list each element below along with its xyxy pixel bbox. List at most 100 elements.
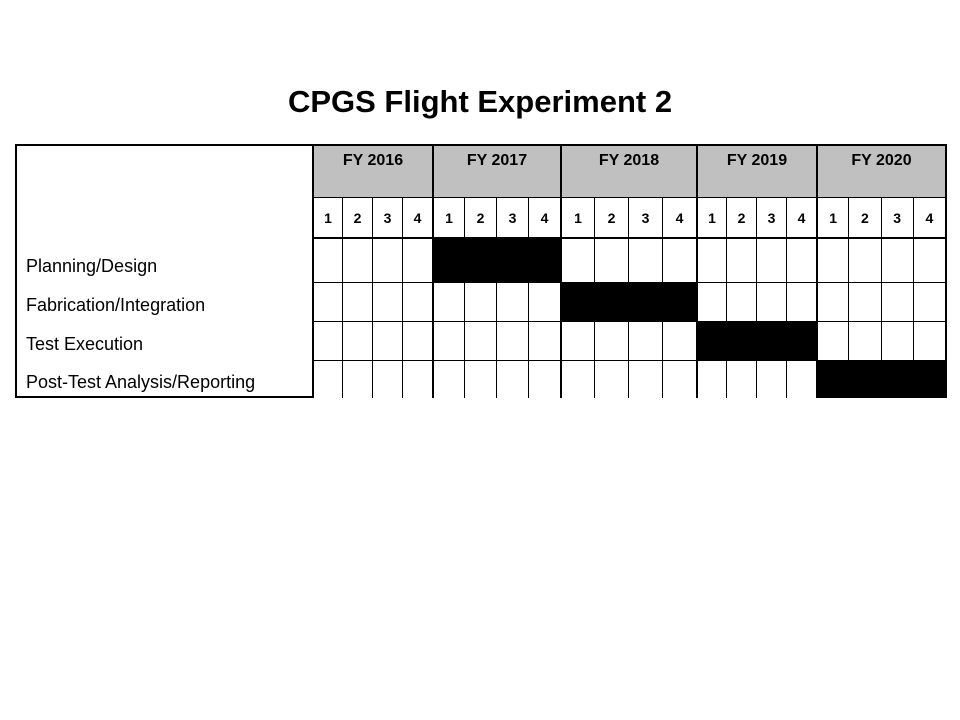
year-header: FY 2018 [560,146,696,198]
gantt-empty-cell [786,238,816,282]
quarter-header: 2 [464,198,496,238]
gantt-empty-cell [848,238,881,282]
gantt-empty-cell [432,360,464,398]
gantt-empty-cell [464,282,496,321]
gantt-empty-cell [848,282,881,321]
quarter-header: 1 [312,198,342,238]
gantt-empty-cell [594,238,628,282]
gantt-empty-cell [628,360,662,398]
gantt-empty-cell [560,321,594,360]
gantt-empty-cell [848,321,881,360]
gantt-empty-cell [560,238,594,282]
gantt-empty-cell [756,360,786,398]
gantt-empty-cell [880,321,913,360]
gantt-empty-cell [786,282,816,321]
gantt-empty-cell [662,360,696,398]
gantt-empty-cell [880,238,913,282]
gantt-bar-cell [528,238,560,282]
quarter-header: 1 [432,198,464,238]
gantt-bar-cell [786,321,816,360]
quarter-header: 4 [912,198,945,238]
gantt-bar-cell [756,321,786,360]
quarter-header: 2 [726,198,756,238]
gantt-empty-cell [528,321,560,360]
year-header: FY 2019 [696,146,816,198]
gantt-empty-cell [880,282,913,321]
gantt-empty-cell [372,360,402,398]
quarter-header: 2 [594,198,628,238]
gantt-empty-cell [786,360,816,398]
quarter-header: 3 [496,198,528,238]
gantt-bar-cell [594,282,628,321]
quarter-header: 4 [402,198,432,238]
gantt-empty-cell [464,321,496,360]
gantt-bar-cell [464,238,496,282]
gantt-empty-cell [816,238,849,282]
gantt-empty-cell [912,321,945,360]
gantt-empty-cell [662,321,696,360]
gantt-empty-cell [432,321,464,360]
gantt-empty-cell [312,282,342,321]
gantt-bar-cell [912,360,945,398]
gantt-empty-cell [496,321,528,360]
task-label: Test Execution [26,334,144,354]
quarter-header: 3 [880,198,913,238]
gantt-empty-cell [528,360,560,398]
gantt-bar-cell [496,238,528,282]
gantt-empty-cell [402,321,432,360]
gantt-empty-cell [726,238,756,282]
gantt-empty-cell [560,360,594,398]
gantt-empty-cell [342,360,372,398]
gantt-empty-cell [372,282,402,321]
task-label: Planning/Design [26,256,158,276]
task-label: Fabrication/Integration [26,295,206,315]
gantt-empty-cell [594,360,628,398]
quarter-header: 4 [786,198,816,238]
gantt-empty-cell [726,282,756,321]
quarter-header: 2 [848,198,881,238]
quarter-header: 3 [628,198,662,238]
gantt-empty-cell [342,238,372,282]
quarter-header: 1 [816,198,849,238]
quarter-header: 1 [560,198,594,238]
quarter-header: 4 [662,198,696,238]
gantt-empty-cell [912,282,945,321]
gantt-empty-cell [912,238,945,282]
quarter-header: 4 [528,198,560,238]
gantt-bar-cell [848,360,881,398]
gantt-empty-cell [496,282,528,321]
gantt-bar-cell [662,282,696,321]
gantt-empty-cell [662,238,696,282]
gantt-bar-cell [628,282,662,321]
gantt-empty-cell [496,360,528,398]
gantt-empty-cell [402,238,432,282]
quarter-header: 1 [696,198,726,238]
gantt-empty-cell [816,282,849,321]
quarter-header: 3 [756,198,786,238]
gantt-empty-cell [464,360,496,398]
gantt-empty-cell [372,321,402,360]
gantt-empty-cell [402,360,432,398]
gantt-empty-cell [726,360,756,398]
quarter-header: 2 [342,198,372,238]
gantt-empty-cell [696,238,726,282]
quarter-header: 3 [372,198,402,238]
gantt-bar-cell [880,360,913,398]
gantt-empty-cell [696,360,726,398]
gantt-empty-cell [528,282,560,321]
gantt-empty-cell [594,321,628,360]
gantt-empty-cell [312,238,342,282]
gantt-bar-cell [816,360,849,398]
gantt-empty-cell [696,282,726,321]
gantt-empty-cell [432,282,464,321]
gantt-empty-cell [342,282,372,321]
gantt-empty-cell [628,238,662,282]
gantt-empty-cell [402,282,432,321]
year-header: FY 2016 [312,146,432,198]
gantt-empty-cell [756,282,786,321]
page-title: CPGS Flight Experiment 2 [287,84,673,119]
gantt-empty-cell [816,321,849,360]
gantt-empty-cell [756,238,786,282]
gantt-empty-cell [342,321,372,360]
